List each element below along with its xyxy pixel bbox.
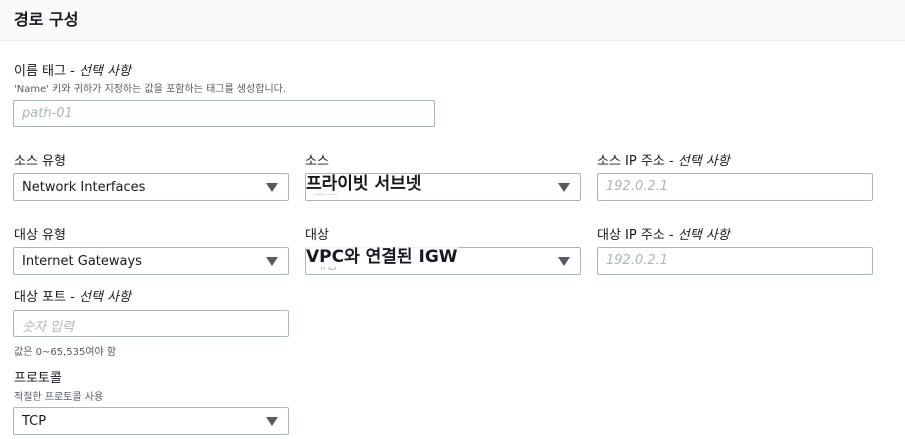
name-tag-description: 'Name' 키와 귀하가 지정하는 값을 포함하는 태그를 생성합니다. bbox=[14, 84, 287, 95]
dest-ip-placeholder: 192.0.2.1 bbox=[606, 253, 669, 268]
protocol-value: TCP bbox=[22, 414, 47, 429]
name-tag-placeholder: path-01 bbox=[22, 106, 73, 121]
dest-port-input[interactable]: 숫자 입력 bbox=[13, 310, 289, 337]
dest-label: 대상 bbox=[305, 228, 329, 243]
source-type-select[interactable]: Network Interfaces bbox=[13, 173, 289, 201]
dest-type-value: Internet Gateways bbox=[22, 254, 142, 269]
dest-port-placeholder: 숫자 입력 bbox=[22, 320, 74, 335]
source-label: 소스 bbox=[305, 154, 329, 169]
dest-annotation: VPC와 연결된 IGW bbox=[306, 247, 458, 267]
chevron-down-icon bbox=[266, 183, 278, 192]
protocol-select[interactable]: TCP bbox=[13, 407, 289, 435]
source-annotation: 프라이빗 서브넷 bbox=[306, 174, 422, 194]
source-ip-optional: 선택 사항 bbox=[677, 154, 730, 169]
dest-port-optional: 선택 사항 bbox=[78, 290, 131, 305]
chevron-down-icon bbox=[558, 257, 570, 266]
chevron-down-icon bbox=[266, 417, 278, 426]
dest-ip-optional: 선택 사항 bbox=[677, 228, 730, 243]
source-ip-input[interactable]: 192.0.2.1 bbox=[597, 173, 873, 201]
source-ip-label: 소스 IP 주소 - 선택 사항 bbox=[597, 150, 730, 169]
dest-ip-label: 대상 IP 주소 - 선택 사항 bbox=[597, 224, 730, 243]
name-tag-label-text: 이름 태그 - bbox=[14, 64, 79, 79]
dest-type-label: 대상 유형 bbox=[14, 228, 66, 243]
protocol-description: 적절한 프로토콜 사용 bbox=[14, 392, 104, 403]
dest-port-label-text: 대상 포트 - bbox=[14, 290, 79, 305]
name-tag-input[interactable]: path-01 bbox=[13, 100, 435, 127]
dest-ip-input[interactable]: 192.0.2.1 bbox=[597, 247, 873, 275]
source-type-value: Network Interfaces bbox=[22, 180, 146, 195]
dest-ip-label-text: 대상 IP 주소 - bbox=[597, 228, 678, 243]
dest-port-description: 값은 0~65,535여야 함 bbox=[14, 347, 117, 358]
name-tag-label: 이름 태그 - 선택 사항 bbox=[14, 60, 131, 79]
source-type-label: 소스 유형 bbox=[14, 154, 66, 169]
section-title: 경로 구성 bbox=[14, 10, 79, 29]
chevron-down-icon bbox=[558, 183, 570, 192]
name-tag-optional: 선택 사항 bbox=[78, 64, 131, 79]
section-header: 경로 구성 bbox=[0, 0, 905, 41]
source-ip-label-text: 소스 IP 주소 - bbox=[597, 154, 678, 169]
protocol-label: 프로토콜 bbox=[14, 371, 62, 386]
dest-port-label: 대상 포트 - 선택 사항 bbox=[14, 286, 131, 305]
source-ip-placeholder: 192.0.2.1 bbox=[606, 179, 669, 194]
dest-type-select[interactable]: Internet Gateways bbox=[13, 247, 289, 275]
chevron-down-icon bbox=[266, 257, 278, 266]
